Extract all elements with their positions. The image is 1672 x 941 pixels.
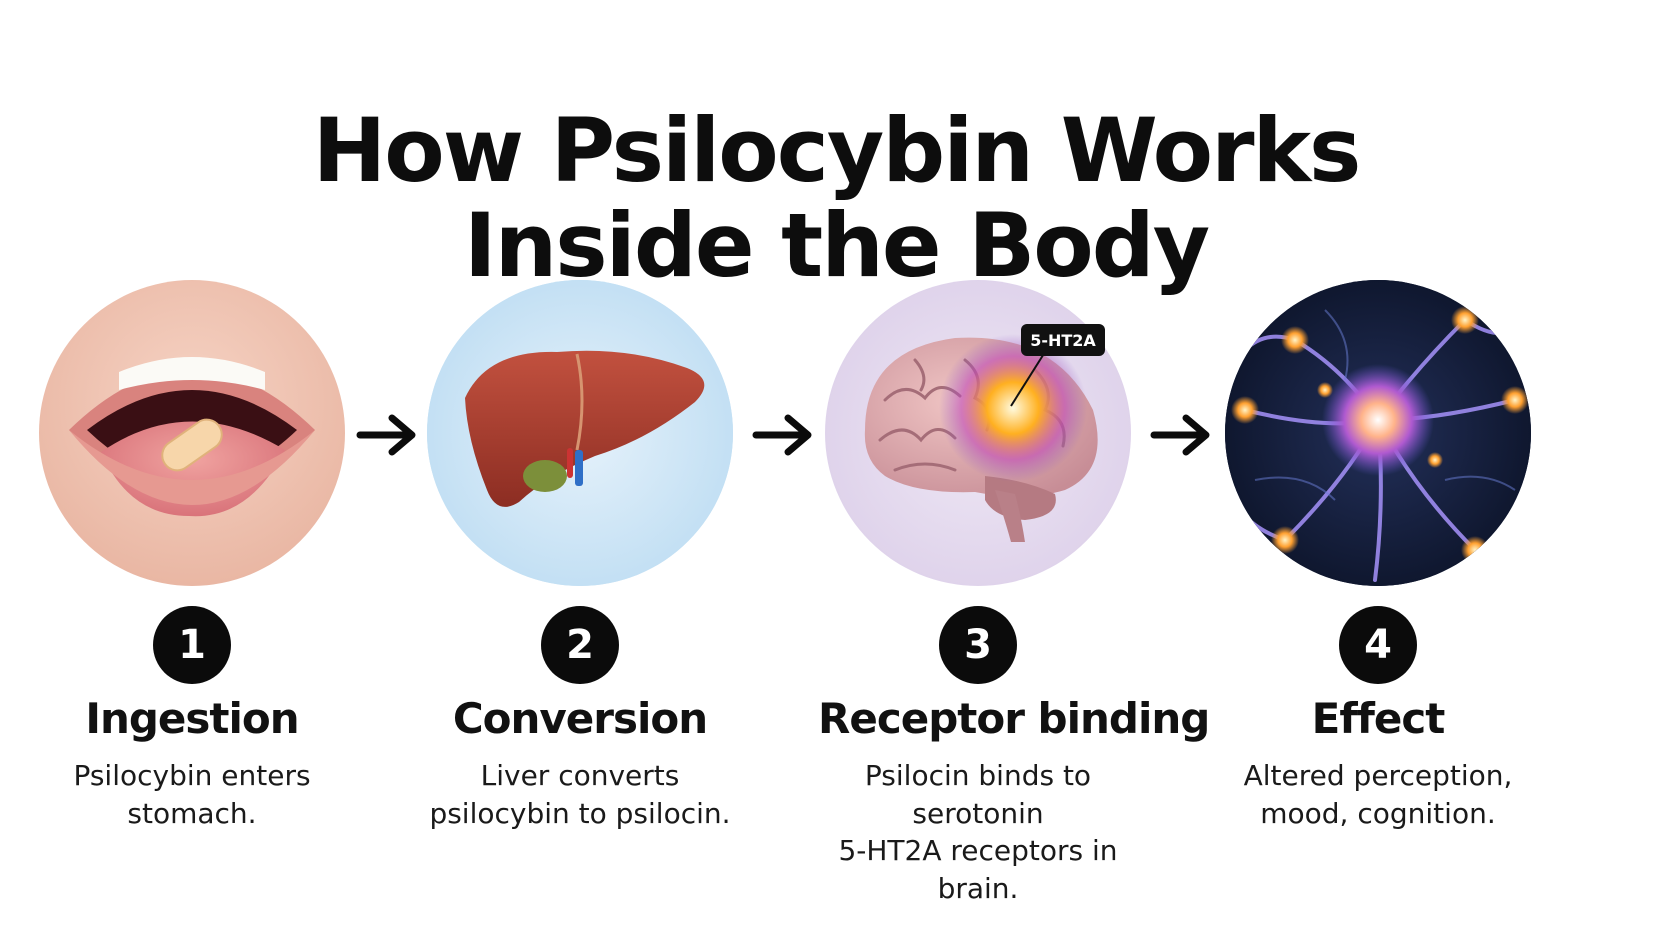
right-arrow-icon [356, 414, 416, 456]
step-title: Receptor binding [818, 694, 1210, 743]
right-arrow-icon [752, 414, 812, 456]
title-line-2: Inside the Body [463, 193, 1210, 297]
liver-icon [427, 280, 733, 586]
step-title: Effect [1311, 694, 1446, 743]
step-description: Psilocin binds to serotonin 5-HT2A recep… [818, 757, 1138, 907]
step-ingestion: 1 Ingestion Psilocybin enters stomach. [32, 280, 352, 832]
neuron-icon [1225, 280, 1531, 586]
step-description: Altered perception, mood, cognition. [1218, 757, 1538, 832]
step-description-line-1: Psilocybin enters [73, 759, 311, 792]
mouth-with-capsule-icon [39, 280, 345, 586]
right-arrow-icon [1150, 414, 1210, 456]
step-description-line-1: Psilocin binds to serotonin [864, 759, 1092, 830]
step-description-line-2: psilocybin to psilocin. [429, 796, 731, 830]
step-description: Liver converts psilocybin to psilocin. [420, 757, 740, 832]
step-number-badge: 3 [939, 606, 1017, 684]
step-description-line-2: 5-HT2A receptors in brain. [838, 834, 1118, 905]
brain-icon: 5-HT2A [825, 280, 1131, 586]
step-description: Psilocybin enters stomach. [32, 757, 352, 832]
step-description-line-1: Altered perception, [1243, 759, 1513, 792]
step-title: Conversion [452, 694, 708, 743]
step-number-badge: 2 [541, 606, 619, 684]
step-conversion: 2 Conversion Liver converts psilocybin t… [420, 280, 740, 832]
title-line-1: How Psilocybin Works [312, 98, 1362, 202]
step-number-badge: 4 [1339, 606, 1417, 684]
step-effect: 4 Effect Altered perception, mood, cogni… [1218, 280, 1538, 832]
receptor-callout-label: 5-HT2A [1030, 331, 1096, 350]
step-description-line-2: stomach. [127, 796, 257, 830]
step-description-line-1: Liver converts [480, 759, 680, 792]
step-receptor-binding: 5-HT2A 3 Receptor binding Psilocin binds… [818, 280, 1210, 907]
step-description-line-2: mood, cognition. [1260, 796, 1496, 830]
page-title: How Psilocybin Works Inside the Body [0, 103, 1672, 293]
step-title: Ingestion [85, 694, 299, 743]
step-number-badge: 1 [153, 606, 231, 684]
